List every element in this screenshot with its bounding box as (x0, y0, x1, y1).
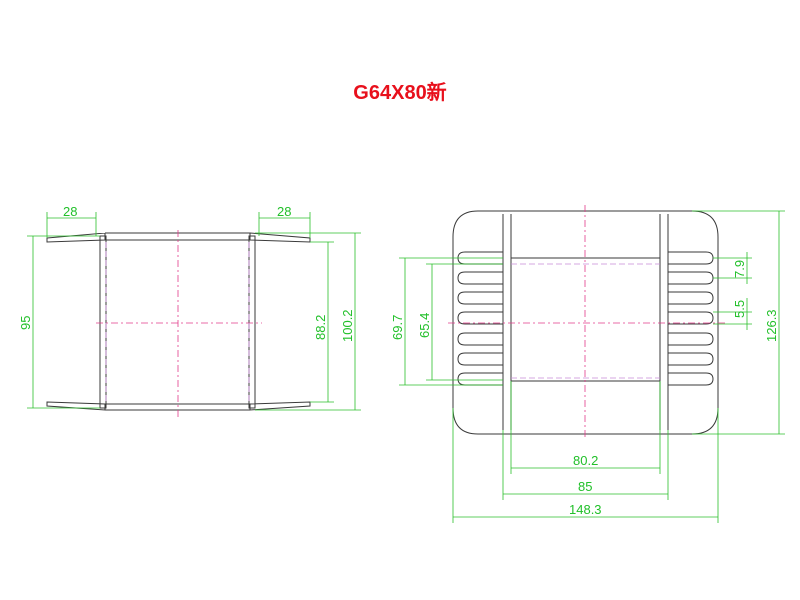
left-dim-100-2: 100.2 (340, 309, 355, 342)
left-comb-slots (457, 251, 503, 386)
left-slot-7 (457, 372, 503, 386)
right-slot-2 (668, 271, 714, 285)
right-slot-3 (668, 291, 714, 305)
right-inner-window (510, 257, 661, 382)
left-bottom-flange (46, 401, 311, 411)
right-dim-80-2: 80.2 (573, 453, 598, 468)
right-dim-65-4: 65.4 (417, 313, 432, 338)
left-dim-95: 95 (18, 316, 33, 330)
left-slot-2 (457, 271, 503, 285)
left-dim-88-2: 88.2 (313, 315, 328, 340)
left-dim-28-left: 28 (63, 204, 77, 219)
left-view: 28 28 95 88.2 100.2 (18, 204, 361, 418)
right-view: 69.7 65.4 7.9 5.5 126.3 80.2 85 148.3 (390, 205, 785, 523)
left-slot-6 (457, 352, 503, 366)
left-slot-4 (457, 311, 503, 325)
right-dim-69-7: 69.7 (390, 315, 405, 340)
left-slot-3 (457, 291, 503, 305)
right-slot-1 (668, 251, 714, 265)
drawing-title: G64X80新 (353, 82, 447, 104)
right-dim-126-3: 126.3 (764, 309, 779, 342)
right-comb-slots (668, 251, 714, 386)
left-slot-5 (457, 332, 503, 346)
right-dim-7-9: 7.9 (732, 260, 747, 278)
right-outer-outline (452, 210, 719, 435)
right-dim-148-3: 148.3 (569, 502, 602, 517)
right-dim-5-5: 5.5 (732, 300, 747, 318)
right-dim-85: 85 (578, 479, 592, 494)
left-core-wall-right (248, 235, 256, 409)
left-dim-28-right: 28 (277, 204, 291, 219)
right-slot-6 (668, 352, 714, 366)
right-slot-5 (668, 332, 714, 346)
left-core-wall-left (99, 235, 107, 409)
right-slot-4 (668, 311, 714, 325)
left-top-flange (46, 232, 311, 243)
right-slot-7 (668, 372, 714, 386)
